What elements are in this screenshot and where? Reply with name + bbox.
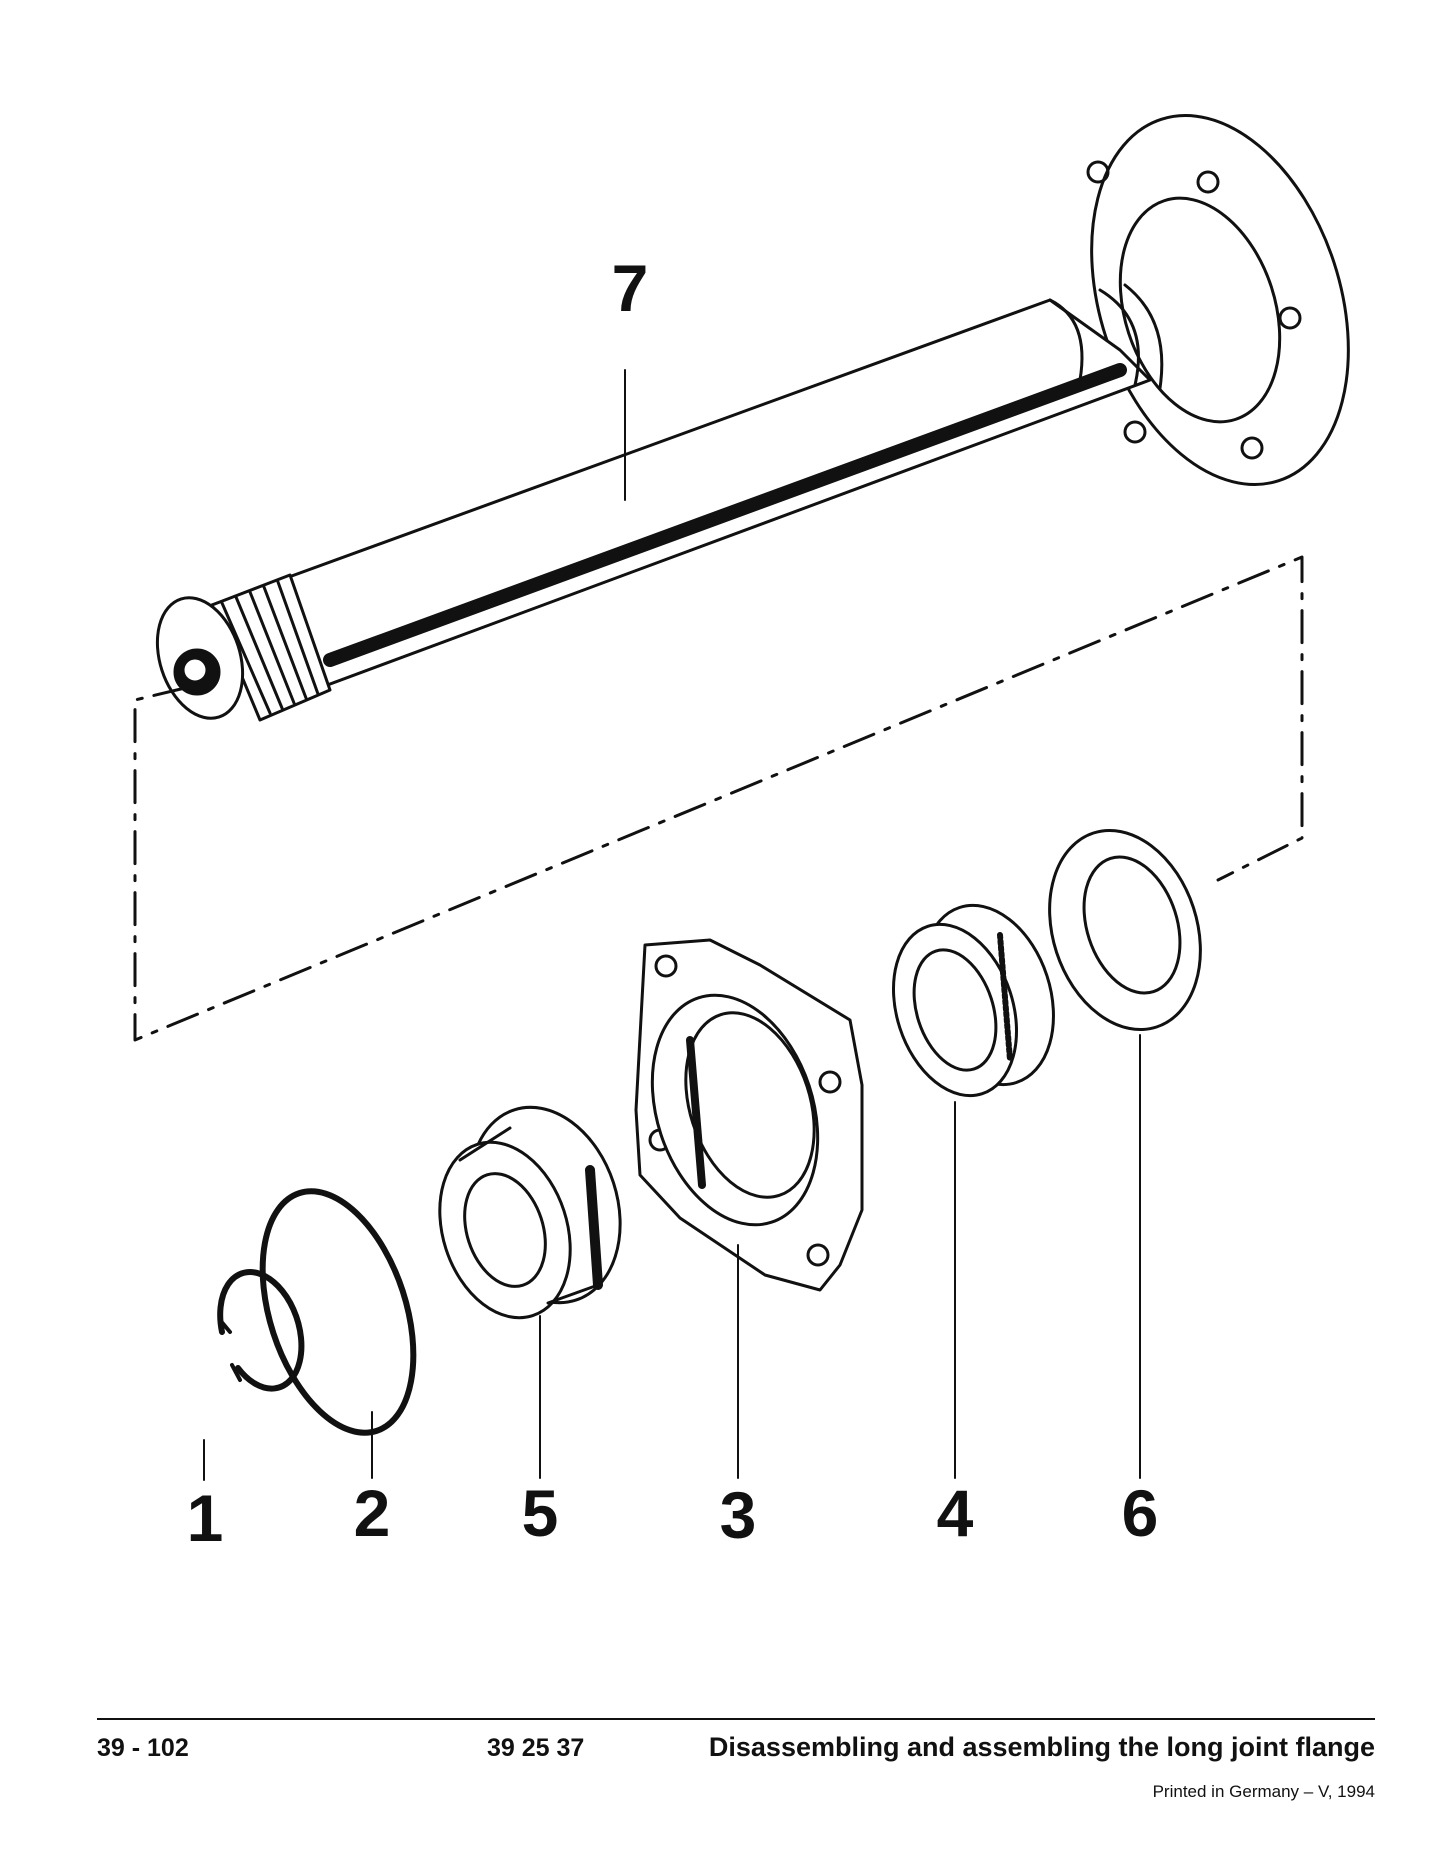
ball-bearing-part-5 [438, 1105, 622, 1320]
callout-6: 6 [1121, 1476, 1159, 1550]
cover-disc-part-6 [1048, 828, 1202, 1032]
footer-divider [97, 1718, 1375, 1720]
printed-note: Printed in Germany – V, 1994 [1152, 1782, 1375, 1801]
leader-lines [203, 369, 1141, 1481]
page-number: 39 - 102 [97, 1734, 189, 1762]
callout-5: 5 [521, 1476, 559, 1550]
callout-3: 3 [719, 1478, 757, 1552]
housing-flange-part-3 [634, 938, 864, 1292]
document-code: 39 25 37 [487, 1734, 585, 1762]
circlip-part-1 [217, 1269, 305, 1392]
document-title: Disassembling and assembling the long jo… [708, 1732, 1375, 1762]
callout-4: 4 [936, 1476, 974, 1550]
shaft-flange-part-7 [155, 114, 1350, 722]
assembly-center-line [133, 555, 1304, 1042]
callout-1: 1 [186, 1481, 224, 1555]
shaft-seal-part-4 [891, 903, 1055, 1098]
o-ring-part-2 [259, 1188, 417, 1436]
callout-2: 2 [353, 1476, 391, 1550]
callout-7: 7 [611, 251, 649, 325]
